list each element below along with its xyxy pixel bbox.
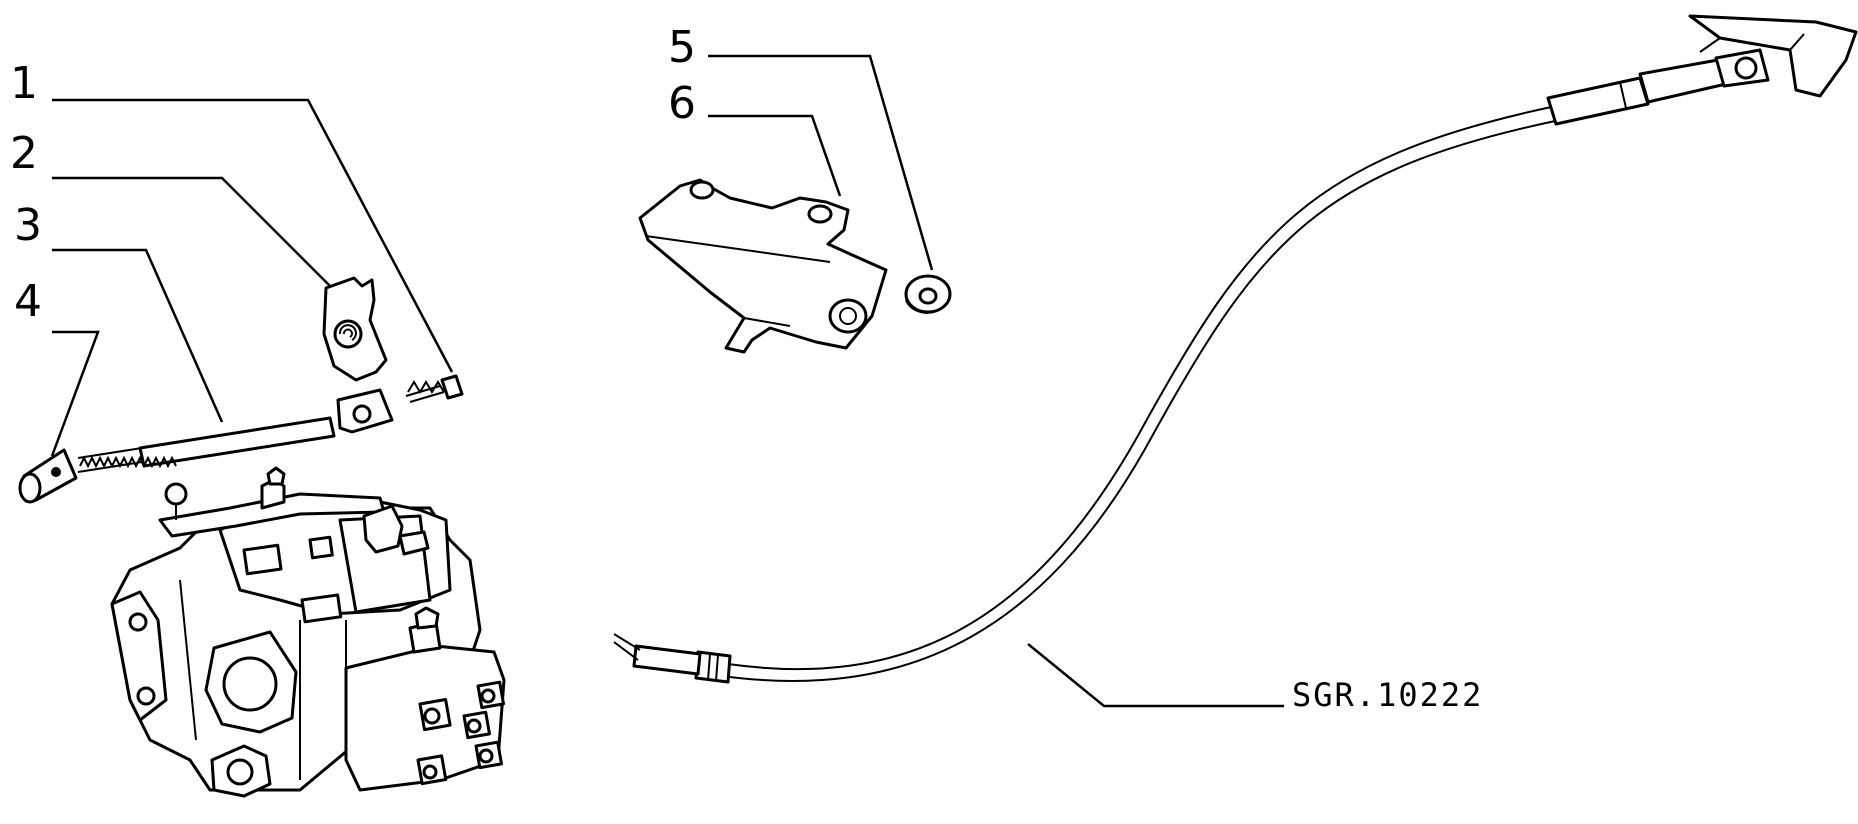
leader-line-4 [50,330,100,457]
leader-line-ref [1027,643,1284,708]
callout-label-5: 5 [668,22,696,73]
leader-line-1 [52,98,454,373]
reference-code: SGR.10222 [1292,676,1483,714]
callout-label-1: 1 [10,58,38,109]
callout-label-6: 6 [668,78,696,129]
part-barrel-nut [18,448,78,504]
part-lever-plate [322,276,388,382]
leader-line-3 [52,248,224,423]
callout-label-4: 4 [14,276,42,327]
part-bracket [638,178,888,354]
leader-line-5 [708,54,934,271]
part-threaded-rod [77,388,394,473]
part-washer [904,274,952,314]
part-screw [405,374,464,403]
leader-line-2 [52,176,335,291]
callout-label-3: 3 [14,200,42,251]
callout-label-2: 2 [10,128,38,179]
throttle-cable [613,14,1858,684]
injection-pump [110,466,506,798]
leader-line-6 [708,114,842,197]
